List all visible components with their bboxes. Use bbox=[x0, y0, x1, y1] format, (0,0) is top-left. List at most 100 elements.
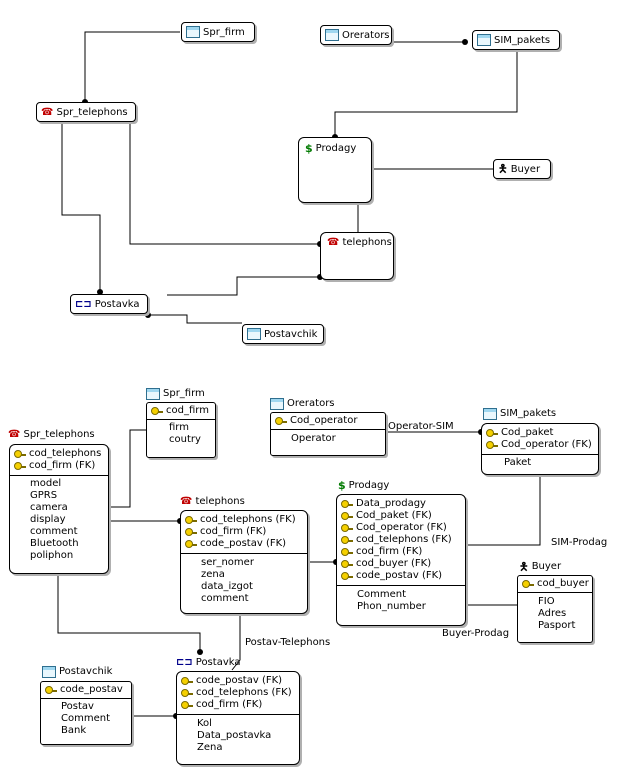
entity-title-sim-pakets: SIM_pakets bbox=[483, 408, 556, 420]
pk-field: cod_telephons (FK) bbox=[341, 534, 461, 546]
entity-title-postavka: ⊏⊐ Postavka bbox=[176, 657, 240, 669]
pk-field: cod_telephons bbox=[14, 448, 104, 460]
key-icon bbox=[185, 515, 197, 525]
top-entity-prodagy[interactable]: $ Prodagy bbox=[298, 137, 372, 203]
phone-icon: ☎ bbox=[41, 106, 54, 118]
rel-dot bbox=[97, 289, 103, 295]
top-entity-buyer[interactable]: 🯅 Buyer bbox=[493, 159, 551, 179]
rel-dot bbox=[197, 649, 203, 655]
entity-buyer[interactable]: cod_buyer FIO Adres Pasport bbox=[517, 575, 593, 643]
key-icon bbox=[14, 461, 26, 471]
key-icon bbox=[341, 499, 353, 509]
pk-field: cod_firm (FK) bbox=[14, 460, 104, 472]
top-entity-postavka[interactable]: ⊏⊐ Postavka bbox=[70, 294, 148, 314]
entity-title: Prodagy bbox=[348, 480, 390, 491]
key-icon bbox=[341, 559, 353, 569]
rel-label-buyer-prodag: Buyer-Prodag bbox=[442, 628, 510, 639]
entity-title-telephons: ☎ telephons bbox=[180, 496, 245, 508]
key-icon bbox=[486, 440, 498, 450]
attribute-field: Comment bbox=[61, 713, 110, 724]
key-icon bbox=[181, 676, 193, 686]
attribute-field: firm bbox=[169, 422, 189, 433]
rel-line-top-sprfirm-sprtelephons bbox=[84, 31, 180, 102]
entity-title: Spr_telephons bbox=[23, 429, 95, 440]
attribute-field: FIO bbox=[538, 596, 555, 607]
key-icon bbox=[486, 428, 498, 438]
key-icon bbox=[341, 535, 353, 545]
pk-field: code_postav (FK) bbox=[185, 538, 303, 550]
person-icon: 🯅 bbox=[498, 161, 508, 175]
top-entity-postavchik[interactable]: Postavchik bbox=[242, 324, 324, 344]
pk-field: Data_prodagy bbox=[341, 498, 461, 510]
entity-title-orerators: Orerators bbox=[270, 398, 335, 410]
key-icon bbox=[185, 527, 197, 537]
pk-field: Cod_operator (FK) bbox=[341, 522, 461, 534]
attribute-field: camera bbox=[30, 502, 68, 513]
pk-field: cod_buyer bbox=[522, 578, 589, 590]
entity-name: Spr_firm bbox=[203, 26, 245, 38]
top-entity-sim-pakets[interactable]: SIM_pakets bbox=[472, 30, 560, 50]
attribute-field: Comment bbox=[357, 589, 406, 600]
dollar-icon: $ bbox=[305, 142, 313, 155]
entity-spr-telephons[interactable]: cod_telephons cod_firm (FK) model GPRS c… bbox=[9, 444, 109, 574]
rel-line-top-postavka-telephons bbox=[167, 276, 320, 296]
entity-name: Postavchik bbox=[264, 328, 318, 340]
table-icon bbox=[477, 34, 491, 46]
pk-field: cod_telephons (FK) bbox=[185, 514, 303, 526]
entity-postavka[interactable]: code_postav (FK) cod_telephons (FK) cod_… bbox=[176, 671, 300, 765]
rel-label-postav-telephons: Postav-Telephons bbox=[245, 637, 331, 648]
pk-field: cod_firm (FK) bbox=[181, 699, 295, 711]
table-icon bbox=[42, 666, 56, 678]
attribute-field: Adres bbox=[538, 608, 567, 619]
pk-field: Cod_paket bbox=[486, 427, 594, 439]
rel-line-sprfirm-sprtelephons bbox=[107, 429, 146, 508]
entity-name: Spr_telephons bbox=[56, 106, 128, 118]
top-entity-spr-telephons[interactable]: ☎ Spr_telephons bbox=[36, 102, 136, 122]
pk-field: Cod_operator bbox=[275, 415, 381, 427]
entity-sim-pakets[interactable]: Cod_paket Cod_operator (FK) Paket bbox=[481, 423, 599, 475]
entity-telephons[interactable]: cod_telephons (FK) cod_firm (FK) code_po… bbox=[180, 510, 308, 614]
attribute-field: GPRS bbox=[30, 490, 58, 501]
table-icon bbox=[247, 328, 261, 340]
table-icon bbox=[483, 408, 497, 420]
attribute-field: Bank bbox=[61, 725, 87, 736]
key-icon bbox=[341, 547, 353, 557]
attribute-field: Phon_number bbox=[357, 601, 426, 612]
dollar-icon: $ bbox=[338, 479, 346, 492]
entity-title: telephons bbox=[195, 496, 245, 507]
key-icon bbox=[185, 539, 197, 549]
entity-title: Spr_firm bbox=[163, 388, 205, 399]
entity-title: Buyer bbox=[531, 561, 562, 572]
entity-name: Orerators bbox=[342, 29, 390, 41]
rel-line-top-postavka-postavchik bbox=[148, 314, 242, 324]
attribute-field: poliphon bbox=[30, 550, 74, 561]
attribute-field: ser_nomer bbox=[201, 557, 254, 568]
entity-title: SIM_pakets bbox=[500, 408, 557, 419]
rel-line-top-sprtelephons-telephons-a bbox=[129, 122, 320, 245]
entity-title-spr-firm: Spr_firm bbox=[146, 388, 205, 400]
rel-label-sim-prodag: SIM-Prodag bbox=[551, 537, 608, 548]
top-entity-spr-firm[interactable]: Spr_firm bbox=[181, 22, 255, 42]
key-icon bbox=[341, 511, 353, 521]
entity-name: Buyer bbox=[510, 163, 541, 175]
phone-icon: ☎ bbox=[8, 429, 21, 440]
top-entity-orerators[interactable]: Orerators bbox=[320, 25, 392, 45]
rel-label-operator-sim: Operator-SIM bbox=[388, 421, 454, 432]
phone-icon: ☎ bbox=[180, 496, 193, 507]
key-icon bbox=[151, 406, 163, 416]
top-entity-telephons[interactable]: ☎ telephons bbox=[320, 232, 394, 280]
key-icon bbox=[14, 449, 26, 459]
entity-spr-firm[interactable]: cod_firm firm coutry bbox=[146, 402, 216, 458]
entity-orerators[interactable]: Cod_operator Operator bbox=[270, 412, 386, 456]
pk-field: cod_firm (FK) bbox=[341, 546, 461, 558]
entity-prodagy[interactable]: Data_prodagy Cod_paket (FK) Cod_operator… bbox=[336, 494, 466, 626]
entity-title-prodagy: $ Prodagy bbox=[338, 480, 389, 492]
attribute-field: zena bbox=[201, 569, 225, 580]
pk-field: Cod_paket (FK) bbox=[341, 510, 461, 522]
entity-name: Prodagy bbox=[315, 143, 357, 154]
pk-field: cod_firm bbox=[151, 405, 211, 417]
attribute-field: data_izgot bbox=[201, 581, 253, 592]
entity-postavchik[interactable]: code_postav Postav Comment Bank bbox=[40, 681, 132, 745]
attribute-field: Pasport bbox=[538, 620, 576, 631]
